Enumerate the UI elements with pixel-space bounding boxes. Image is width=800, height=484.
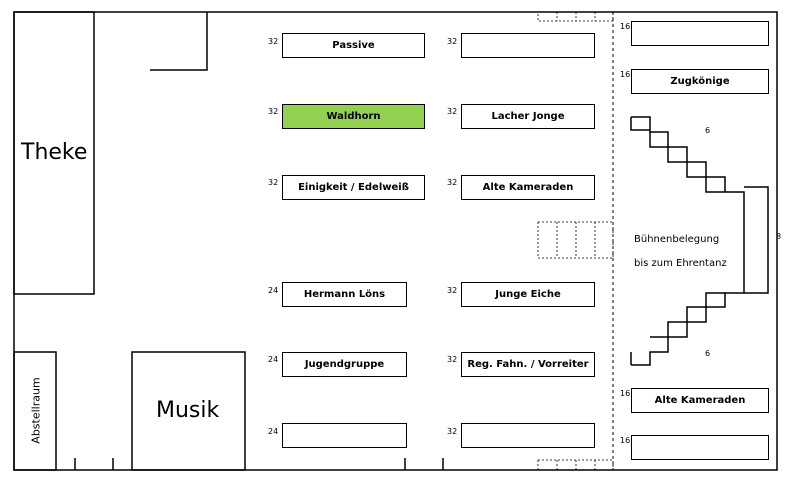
- stage-bottom-count: 6: [705, 349, 711, 358]
- table-junge-eiche: Junge Eiche: [461, 282, 595, 307]
- seat-count: 32: [447, 427, 458, 436]
- table-passive: Passive: [282, 33, 425, 58]
- table-alte-kameraden-right: Alte Kameraden: [631, 388, 769, 413]
- door-bottom: [537, 459, 614, 471]
- table-empty: [631, 21, 769, 46]
- seat-count: 16: [620, 436, 631, 445]
- musik-label: Musik: [156, 398, 220, 423]
- stage-label-line2: bis zum Ehrentanz: [634, 258, 727, 269]
- table-reg-fahn-vorreiter: Reg. Fahn. / Vorreiter: [461, 352, 595, 377]
- stage-side-count: 8: [776, 232, 782, 241]
- stage-side-bracket: [744, 186, 769, 294]
- seat-count: 24: [268, 427, 279, 436]
- table-waldhorn: Waldhorn: [282, 104, 425, 129]
- table-zugkoenige: Zugkönige: [631, 69, 769, 94]
- table-empty: [282, 423, 407, 448]
- seat-count: 32: [268, 107, 279, 116]
- table-einigkeit-edelweiss: Einigkeit / Edelweiß: [282, 175, 425, 200]
- seat-count: 32: [268, 37, 279, 46]
- theke-counter: [13, 11, 95, 295]
- stage-top-count: 6: [705, 126, 711, 135]
- seat-count: 24: [268, 286, 279, 295]
- seat-count: 16: [620, 22, 631, 31]
- seat-count: 24: [268, 355, 279, 364]
- seat-count: 32: [268, 178, 279, 187]
- theke-label: Theke: [21, 140, 88, 165]
- table-empty: [631, 435, 769, 460]
- seat-count: 32: [447, 286, 458, 295]
- door-middle: [537, 221, 614, 259]
- table-alte-kameraden: Alte Kameraden: [461, 175, 595, 200]
- abstellraum-label: Abstellraum: [29, 377, 43, 444]
- musik-stage: [131, 351, 246, 471]
- seat-count: 32: [447, 355, 458, 364]
- seat-count: 32: [447, 178, 458, 187]
- abstellraum-room: [13, 351, 57, 471]
- seat-count: 32: [447, 37, 458, 46]
- table-hermann-loens: Hermann Löns: [282, 282, 407, 307]
- table-jugendgruppe: Jugendgruppe: [282, 352, 407, 377]
- seat-count: 16: [620, 70, 631, 79]
- table-empty: [461, 33, 595, 58]
- seat-count: 16: [620, 389, 631, 398]
- table-empty: [461, 423, 595, 448]
- seat-count: 32: [447, 107, 458, 116]
- entrance-wall: [150, 12, 208, 71]
- table-lacher-jonge: Lacher Jonge: [461, 104, 595, 129]
- stage-stairs-bottom: [631, 292, 744, 366]
- stage-label-line1: Bühnenbelegung: [634, 234, 720, 245]
- door-top: [537, 11, 614, 22]
